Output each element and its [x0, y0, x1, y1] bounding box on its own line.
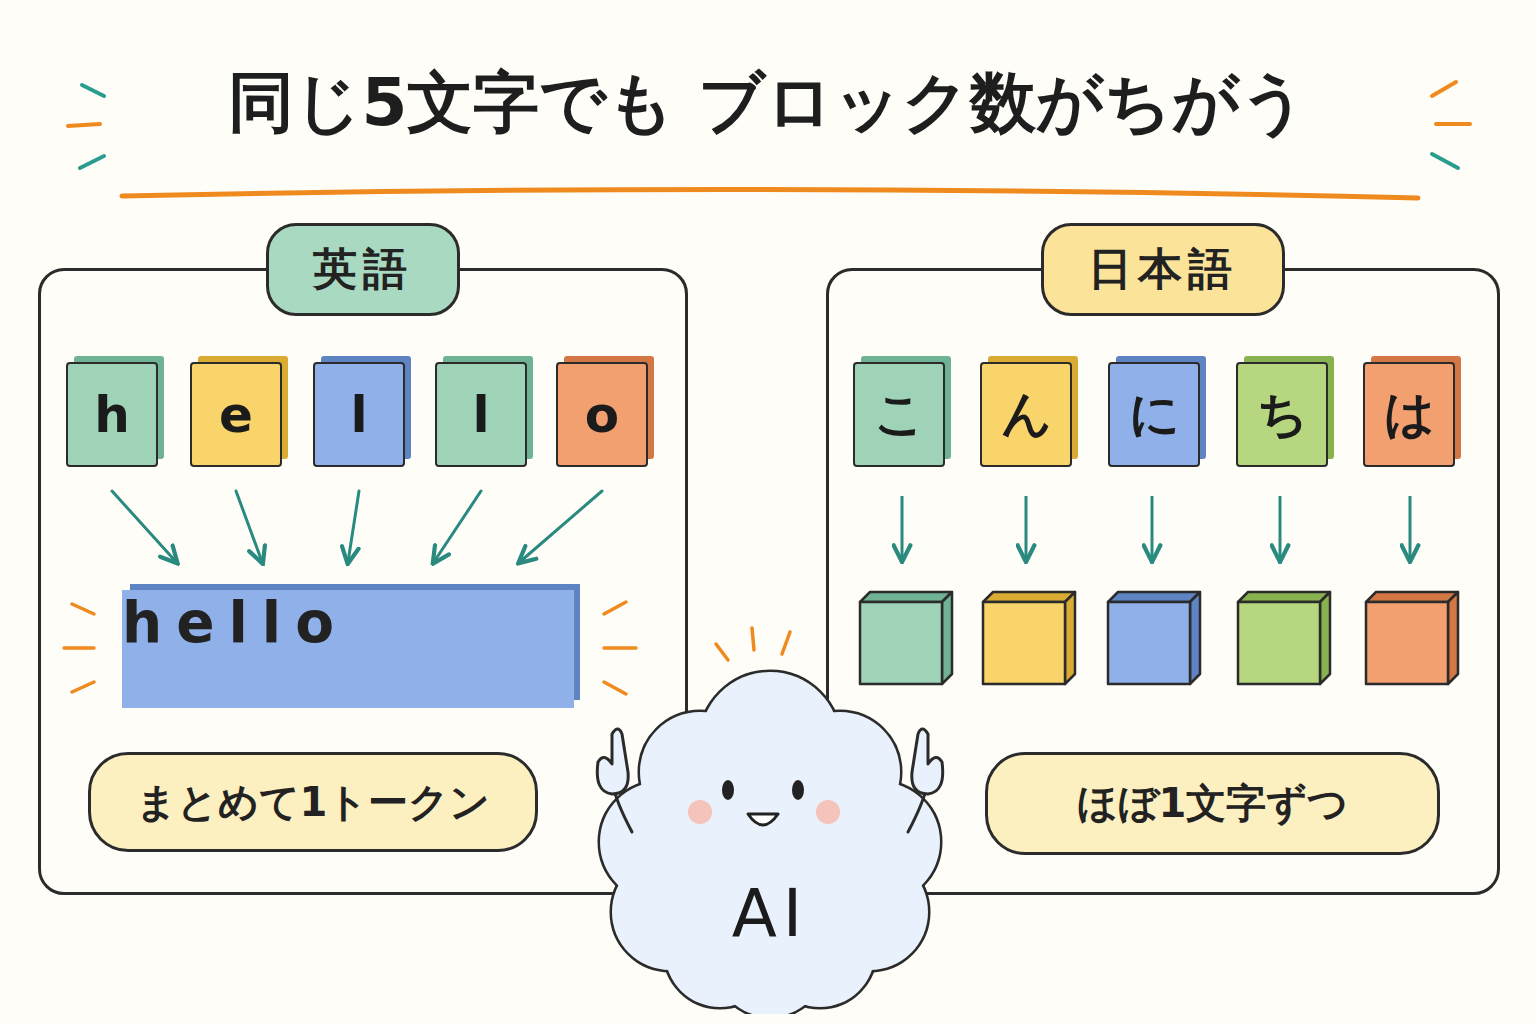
block-text: ん — [1001, 381, 1052, 448]
character-block: ん — [980, 362, 1072, 467]
character-block: は — [1363, 362, 1455, 467]
character-block: l — [313, 362, 405, 467]
block-text: こ — [874, 381, 925, 448]
block-text: に — [1129, 381, 1180, 448]
note-pill: ほぼ1文字ずつ — [985, 752, 1440, 855]
token-arrow — [434, 491, 481, 562]
title-underline — [122, 189, 1418, 198]
ai-label: AI — [732, 875, 809, 952]
block-text: hello — [122, 590, 574, 655]
token-arrow — [520, 491, 602, 562]
cloud-illustration — [560, 622, 980, 1014]
character-block: h — [66, 362, 158, 467]
block-text: h — [94, 386, 130, 444]
token-cubes — [860, 592, 1458, 684]
token-block: hello — [122, 590, 574, 708]
block-text: l — [472, 386, 489, 444]
block-text: ち — [1257, 381, 1308, 448]
ai-cloud: AI — [560, 622, 980, 1014]
character-block: e — [190, 362, 282, 467]
panel-heading: 英語 — [266, 223, 460, 316]
token-arrow — [236, 491, 262, 562]
character-block: o — [556, 362, 648, 467]
block-text: l — [350, 386, 367, 444]
block-text: o — [585, 386, 619, 444]
token-arrows — [902, 496, 1410, 560]
character-block: l — [435, 362, 527, 467]
token-arrow — [348, 491, 359, 562]
character-block: に — [1108, 362, 1200, 467]
note-pill: まとめて1トークン — [88, 752, 538, 852]
note-text: ほぼ1文字ずつ — [1077, 776, 1349, 831]
block-text: e — [219, 386, 253, 444]
note-text: まとめて1トークン — [136, 775, 491, 830]
title: 同じ5文字でも ブロック数がちがう — [0, 58, 1536, 148]
token-arrow — [112, 491, 176, 562]
panel-heading: 日本語 — [1041, 223, 1285, 316]
language-panel: 英語hellohelloまとめて1トークン — [38, 268, 688, 895]
character-block: こ — [853, 362, 945, 467]
cloud-sparks — [716, 628, 790, 660]
block-text: は — [1384, 381, 1435, 448]
character-block: ち — [1236, 362, 1328, 467]
